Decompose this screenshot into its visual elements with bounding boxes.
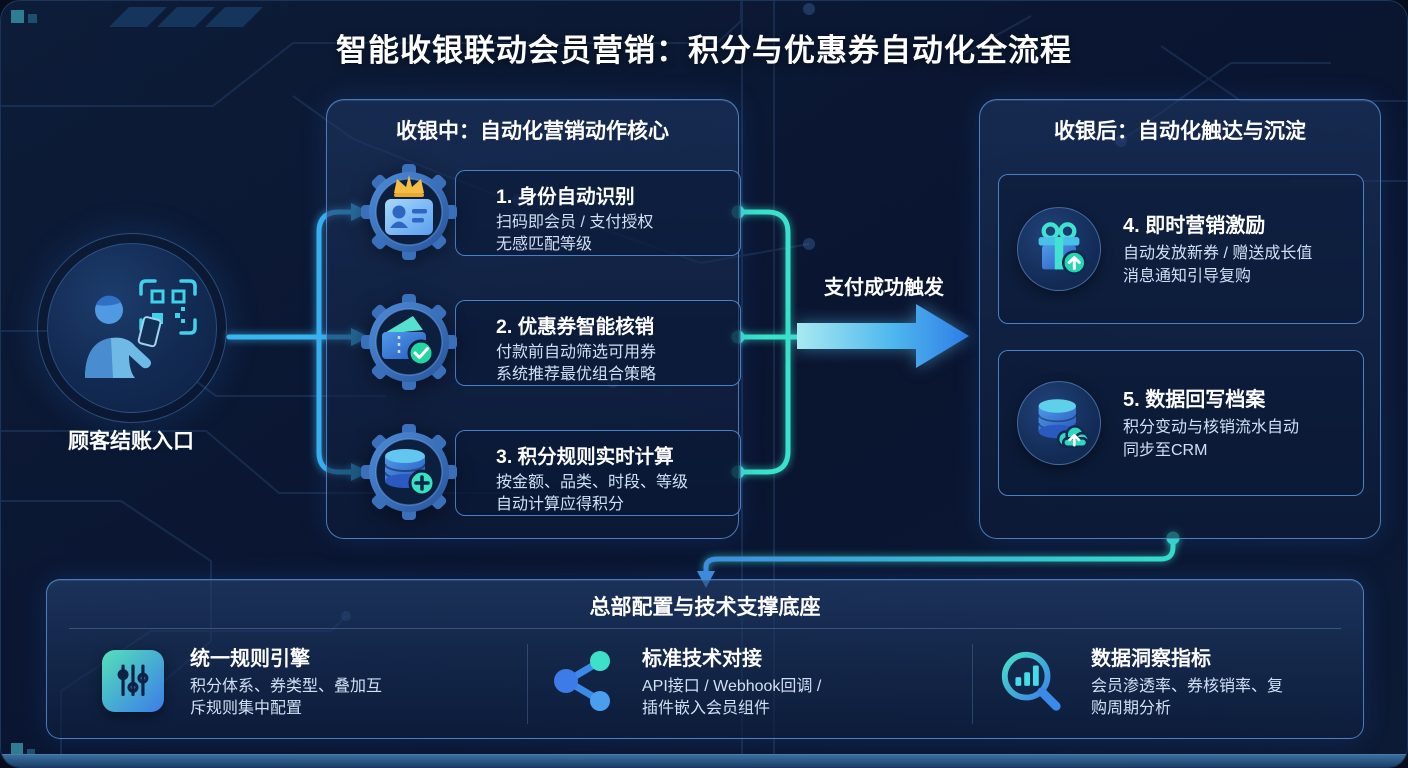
id-card-crown-icon [360, 163, 458, 261]
points-card: 3. 积分规则实时计算 按金额、品类、时段、等级 自动计算应得积分 [455, 430, 741, 516]
writeback-card: 5. 数据回写档案 积分变动与核销流水自动 同步至CRM [998, 350, 1364, 496]
coupon-card-title: 2. 优惠券智能核销 [496, 316, 655, 338]
identity-card-line2: 无感匹配等级 [496, 236, 593, 254]
post-panel-header: 收银后：自动化触达与沉淀 [1054, 120, 1306, 143]
writeback-card-title: 5. 数据回写档案 [1123, 389, 1266, 412]
tech-integration-item: 标准技术对接 API接口 / Webhook回调 / 插件嵌入会员组件 [552, 642, 821, 721]
foundation-divider-2 [972, 644, 973, 724]
coupon-check-icon [360, 293, 458, 391]
data-insight-line2: 购周期分析 [1091, 700, 1172, 718]
checkout-panel: 收银中：自动化营销动作核心 1. 身份自动识别 扫码即会员 / 支付授权 无感匹… [326, 99, 741, 539]
incentive-card: 4. 即时营销激励 自动发放新券 / 赠送成长值 消息通知引导复购 [998, 174, 1364, 324]
data-insight-item: 数据洞察指标 会员渗透率、券核销率、复 购周期分析 [997, 642, 1283, 721]
database-sync-icon [1037, 399, 1091, 449]
incentive-card-line1: 自动发放新券 / 赠送成长值 [1123, 245, 1313, 263]
corner-square-decor [11, 10, 37, 757]
customer-scan-qr-icon [85, 279, 197, 378]
coupon-card-line2: 系统推荐最优组合策略 [496, 366, 657, 384]
writeback-card-line1: 积分变动与核销流水自动 [1123, 419, 1300, 437]
identity-card: 1. 身份自动识别 扫码即会员 / 支付授权 无感匹配等级 [455, 170, 741, 256]
corner-slash-decor [109, 7, 263, 27]
foundation-panel: 总部配置与技术支撑底座 统一规则引擎 积分体系、券类型、叠加互 斥规则集中配置 [46, 579, 1364, 739]
foundation-header-divider [69, 628, 1341, 629]
tech-integration-line1: API接口 / Webhook回调 / [642, 678, 822, 695]
points-database-icon [360, 423, 458, 521]
rules-engine-line2: 斥规则集中配置 [190, 700, 303, 718]
post-checkout-panel: 收银后：自动化触达与沉淀 4. 即时营销激励 自动发放新券 / 赠送成长值 消息… [979, 99, 1381, 539]
coupon-card: 2. 优惠券智能核销 付款前自动筛选可用券 系统推荐最优组合策略 [455, 300, 741, 386]
rules-engine-line1: 积分体系、券类型、叠加互 [190, 678, 383, 695]
rules-engine-item: 统一规则引擎 积分体系、券类型、叠加互 斥规则集中配置 [102, 642, 382, 721]
data-insight-line1: 会员渗透率、券核销率、复 [1091, 678, 1284, 695]
rules-engine-title: 统一规则引擎 [190, 648, 310, 670]
bottom-edge-band [1, 754, 1407, 767]
payment-trigger-label: 支付成功触发 [824, 277, 944, 299]
coupon-card-line1: 付款前自动筛选可用券 [496, 344, 657, 361]
chart-magnifier-icon [1001, 652, 1061, 712]
tech-integration-title: 标准技术对接 [642, 648, 762, 670]
writeback-card-line2: 同步至CRM [1123, 442, 1208, 459]
page-title: 智能收银联动会员营销：积分与优惠券自动化全流程 [336, 33, 1072, 68]
merge-connectors [735, 209, 804, 475]
sliders-icon [117, 664, 149, 697]
tech-integration-line2: 插件嵌入会员组件 [642, 700, 771, 718]
foundation-panel-header: 总部配置与技术支撑底座 [589, 596, 821, 619]
customer-entry-label: 顾客结账入口 [68, 430, 194, 453]
gift-reward-icon [1038, 222, 1087, 275]
foundation-divider-1 [527, 644, 528, 724]
data-insight-title: 数据洞察指标 [1091, 648, 1211, 670]
points-card-line1: 按金额、品类、时段、等级 [496, 474, 689, 491]
identity-card-title: 1. 身份自动识别 [496, 186, 635, 208]
payment-success-arrow [797, 304, 969, 368]
incentive-card-title: 4. 即时营销激励 [1123, 215, 1266, 238]
customer-entry-circle [37, 233, 227, 423]
share-nodes-icon [554, 651, 610, 712]
points-card-title: 3. 积分规则实时计算 [496, 446, 674, 468]
incentive-card-line2: 消息通知引导复购 [1123, 268, 1252, 285]
points-card-line2: 自动计算应得积分 [496, 496, 625, 514]
checkout-panel-header: 收银中：自动化营销动作核心 [396, 120, 669, 143]
identity-card-line1: 扫码即会员 / 支付授权 [496, 214, 654, 231]
